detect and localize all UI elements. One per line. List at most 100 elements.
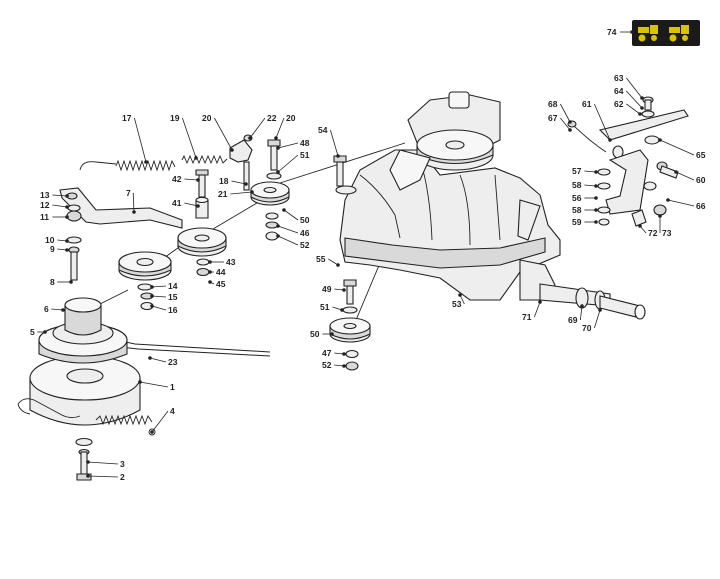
- leader-dot-1: [138, 380, 142, 384]
- callout-label-16: 16: [168, 305, 178, 315]
- leader-line-12: [52, 204, 68, 208]
- callout-label-4: 4: [170, 406, 175, 416]
- callout-label-23: 23: [168, 357, 178, 367]
- callout-label-10: 10: [45, 235, 55, 245]
- leader-line-61: [594, 103, 611, 141]
- leader-dot-56: [594, 196, 598, 200]
- leader-line-20: [214, 117, 233, 151]
- leader-dot-55: [336, 263, 340, 267]
- leader-dot-71: [538, 300, 542, 304]
- leader-line-70: [594, 309, 601, 329]
- leader-dot-17: [144, 160, 148, 164]
- leader-dot-46: [276, 224, 280, 228]
- callout-label-69: 69: [568, 315, 578, 325]
- leader-dot-45: [208, 280, 212, 284]
- callout-label-59: 59: [572, 217, 582, 227]
- leader-line-22: [249, 117, 266, 139]
- callout-label-11: 11: [40, 212, 49, 222]
- callout-label-73: 73: [662, 228, 672, 238]
- leader-dot-65: [658, 138, 662, 142]
- callout-label-5: 5: [30, 327, 35, 337]
- leader-dot-7: [132, 210, 136, 214]
- leader-dot-58: [594, 184, 598, 188]
- callout-leaders: [37, 30, 695, 478]
- callout-label-8: 8: [50, 277, 55, 287]
- callout-label-72: 72: [648, 228, 658, 238]
- callout-label-22: 22: [267, 113, 277, 123]
- leader-dot-22: [248, 136, 252, 140]
- leader-dot-11: [65, 215, 69, 219]
- electric-clutch: [17, 297, 141, 426]
- callout-label-12: 12: [40, 200, 50, 210]
- callout-label-9: 9: [50, 244, 55, 254]
- leader-dot-68: [568, 120, 572, 124]
- leader-line-57: [584, 170, 597, 173]
- idler-pulley-upper: [250, 181, 290, 241]
- leader-line-23: [149, 357, 167, 363]
- callout-label-55: 55: [316, 254, 326, 264]
- leader-line-1: [139, 381, 169, 388]
- leader-dot-64: [640, 106, 644, 110]
- leader-line-64: [626, 90, 643, 109]
- leader-dot-69: [580, 304, 584, 308]
- leader-dot-59: [594, 220, 598, 224]
- leader-dot-60: [674, 170, 678, 174]
- callout-label-15: 15: [168, 292, 178, 302]
- leader-dot-62: [638, 112, 642, 116]
- callout-label-2: 2: [120, 472, 125, 482]
- leader-dot-73: [658, 214, 662, 218]
- callout-label-67: 67: [548, 113, 558, 123]
- callout-label-58: 58: [572, 180, 582, 190]
- tractor-icon: [638, 25, 689, 42]
- callout-label-68: 68: [548, 99, 558, 109]
- leader-line-19: [182, 117, 197, 159]
- callout-label-57: 57: [572, 166, 582, 176]
- leader-dot-57: [594, 170, 598, 174]
- callout-label-51: 51: [320, 302, 330, 312]
- callout-label-46: 46: [300, 228, 310, 238]
- callout-label-45: 45: [216, 279, 226, 289]
- icon-box-group: [620, 20, 700, 46]
- icon-box-dot: [630, 30, 634, 34]
- leader-dot-15: [150, 294, 154, 298]
- callout-label-53: 53: [452, 299, 462, 309]
- leader-dot-14: [150, 285, 154, 289]
- leader-dot-20: [274, 136, 278, 140]
- callout-label-47: 47: [322, 348, 332, 358]
- leader-line-2: [87, 475, 119, 478]
- spacer-bolt: [195, 169, 209, 219]
- callout-label-17: 17: [122, 113, 132, 123]
- idler-pulley-right: [177, 227, 227, 277]
- tensioner-arm: [59, 187, 183, 281]
- leader-dot-3: [86, 460, 90, 464]
- leader-line-55: [328, 258, 339, 266]
- clutch-bolt: [75, 437, 93, 481]
- leader-line-51: [277, 154, 299, 173]
- leader-line-4: [151, 410, 169, 433]
- leader-dot-47: [342, 352, 346, 356]
- callout-label-13: 13: [40, 190, 50, 200]
- callout-label-20: 20: [286, 113, 296, 123]
- leader-dot-72: [638, 224, 642, 228]
- leader-dot-58: [594, 208, 598, 212]
- leader-line-18: [231, 180, 247, 185]
- spring-bracket: [229, 134, 253, 191]
- leader-dot-44: [208, 270, 212, 274]
- pulley-bolt-48: [266, 139, 282, 180]
- callout-label-66: 66: [696, 201, 706, 211]
- leader-dot-54: [336, 154, 340, 158]
- leader-dot-51: [276, 170, 280, 174]
- leader-line-63: [626, 77, 643, 99]
- tension-spring-17: [79, 159, 176, 172]
- leader-line-14: [151, 285, 167, 288]
- leader-dot-49: [342, 288, 346, 292]
- leader-line-21: [230, 191, 253, 195]
- idler-pulley-left: [118, 251, 172, 311]
- callout-label-48: 48: [300, 138, 310, 148]
- callout-label-43: 43: [226, 257, 236, 267]
- callout-label-1: 1: [170, 382, 175, 392]
- leader-dot-19: [194, 156, 198, 160]
- leader-dot-52: [276, 234, 280, 238]
